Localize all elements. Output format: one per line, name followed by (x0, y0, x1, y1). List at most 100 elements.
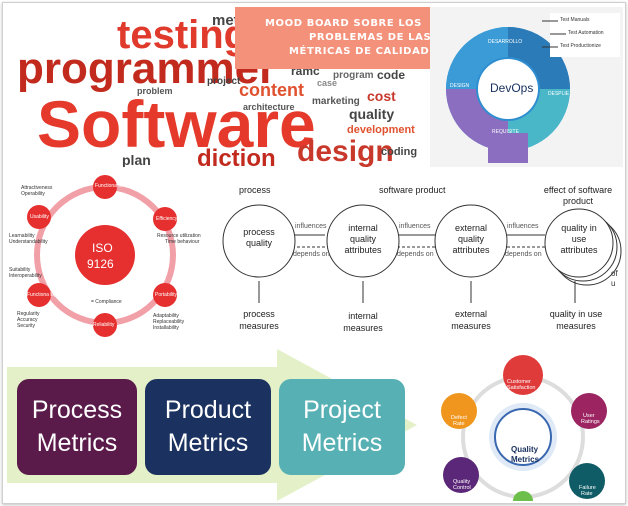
circle-label: quality (245, 238, 272, 248)
iso-node-label: Efficiency (156, 216, 178, 222)
measures-label: measures (556, 321, 596, 331)
circle-label: quality in (561, 223, 597, 233)
iso-sub-label: Attractiveness (21, 185, 53, 191)
qwheel-center-label: Quality (511, 445, 539, 454)
circle-label: attributes (560, 245, 598, 255)
iso-node-label: Functiona bility (95, 183, 129, 189)
word: plan (122, 152, 151, 167)
depends-on-label: depends on (293, 251, 330, 258)
iso-sub-label: Accuracy (17, 317, 38, 323)
qwheel-node (441, 393, 477, 429)
qwheel-node (503, 355, 543, 395)
devops-tag: Test Productionize (560, 43, 601, 49)
word: project (207, 76, 241, 87)
quality-top-label: software product (379, 185, 446, 195)
metrics-box-label: Metrics (36, 429, 118, 457)
quality-metrics-wheel: Quality Metrics Customer Satisfaction Us… (423, 349, 623, 501)
word: architecture (243, 102, 295, 112)
qwheel-node-label: Ratings (581, 419, 600, 425)
word: quality (349, 106, 395, 122)
measures-label: measures (451, 321, 491, 331)
iso-center-label: 9126 (87, 257, 114, 271)
quality-model-graphic (222, 204, 622, 303)
metrics-box-label: Metrics (301, 429, 383, 457)
iso-sub-label: Resource utilization (157, 233, 201, 239)
measures-label: internal (348, 311, 378, 321)
partial-label: of (611, 269, 618, 278)
quality-wheel-graphic (441, 355, 607, 501)
iso-sub-label: Security (17, 323, 36, 329)
qwheel-node-label: Satisfaction (507, 385, 536, 391)
product-metrics-box: Product Metrics (145, 379, 271, 475)
iso-node-label: Usability (30, 214, 49, 220)
iso-sub-label: Interoperability (9, 273, 42, 279)
devops-segment: DESIGN (450, 83, 470, 89)
influences-label: influences (507, 223, 539, 230)
word: design (297, 135, 394, 167)
quality-model-diagram: process software product effect of softw… (213, 175, 623, 345)
iso-sub-label: Time behaviour (165, 239, 200, 245)
word: coding (381, 146, 418, 158)
devops-center-label: DevOps (490, 81, 534, 95)
iso-node-label: Portability (155, 292, 177, 298)
metrics-types-image: Process Metrics Product Metrics Project … (7, 349, 417, 501)
process-metrics-box: Process Metrics (17, 379, 137, 475)
word: code (377, 68, 406, 82)
qwheel-center-label: Metrics (511, 455, 540, 464)
devops-tag: Test Automation (568, 30, 604, 36)
title-banner: MOOD BOARD SOBRE LOS PROBLEMAS DE LAS MÉ… (235, 7, 431, 69)
measures-label: measures (239, 321, 279, 331)
iso-sub-label: Adaptability (153, 313, 179, 319)
iso-sub-label: Installability (153, 325, 179, 331)
devops-segment: DESPLIE (548, 91, 570, 97)
qwheel-node (571, 393, 607, 429)
iso-sub-label: Learnability (9, 233, 35, 239)
project-metrics-box: Project Metrics (279, 379, 405, 475)
influences-label: influences (295, 223, 327, 230)
devops-tag: Test Manuals (560, 17, 590, 23)
word: content (239, 80, 304, 100)
iso-sub-label: Understandability (9, 239, 48, 245)
qwheel-node (569, 463, 605, 499)
circle-label: attributes (344, 245, 382, 255)
iso-center-label: ISO (92, 241, 113, 255)
metrics-box-label: Metrics (167, 429, 249, 457)
quality-top-label: effect of software product (543, 185, 613, 206)
circle-label: quality (349, 234, 376, 244)
word: Software (37, 87, 316, 161)
circle-label: attributes (452, 245, 490, 255)
iso-sub-label: Replaceability (153, 319, 185, 325)
qwheel-node-label: Rate (453, 421, 465, 427)
iso-sub-label: = Compliance (91, 299, 122, 305)
measures-label: measures (343, 323, 383, 333)
devops-segment: DESARROLLO (488, 39, 523, 45)
circle-label: use (571, 234, 587, 244)
depends-on-label: depends on (397, 251, 434, 258)
quality-top-label: process (239, 185, 271, 195)
word: cost (367, 88, 396, 104)
measures-label: process (243, 309, 275, 319)
qwheel-node-label: Quality (453, 479, 471, 485)
iso-sub-label: Regularity (17, 311, 40, 317)
qwheel-node-label: User (583, 413, 595, 419)
qwheel-node-label: Control (453, 485, 471, 491)
word: problem (137, 86, 173, 96)
iso-9126-diagram: ISO 9126 Functiona bility Efficiency Por… (7, 171, 203, 343)
devops-segment: REQUISITE (492, 129, 519, 135)
banner-line: PROBLEMAS DE LAS (309, 32, 431, 43)
qwheel-node-label: Failure (579, 485, 596, 491)
depends-on-label: depends on (505, 251, 542, 258)
metrics-box-label: Project (303, 396, 381, 424)
circle-label: internal (348, 223, 378, 233)
iso-node-label: Reliability (93, 322, 115, 328)
word: programmer (17, 44, 277, 93)
word: diction (197, 145, 276, 168)
qwheel-node (443, 457, 479, 493)
circle-label: external (454, 223, 488, 233)
iso-sub-label: Operability (21, 191, 45, 197)
iso-sub-label: Suitability (9, 267, 31, 273)
circle-label: quality (457, 234, 484, 244)
qwheel-node-label: Defect (451, 415, 467, 421)
qwheel-node-label: Customer (507, 379, 531, 385)
